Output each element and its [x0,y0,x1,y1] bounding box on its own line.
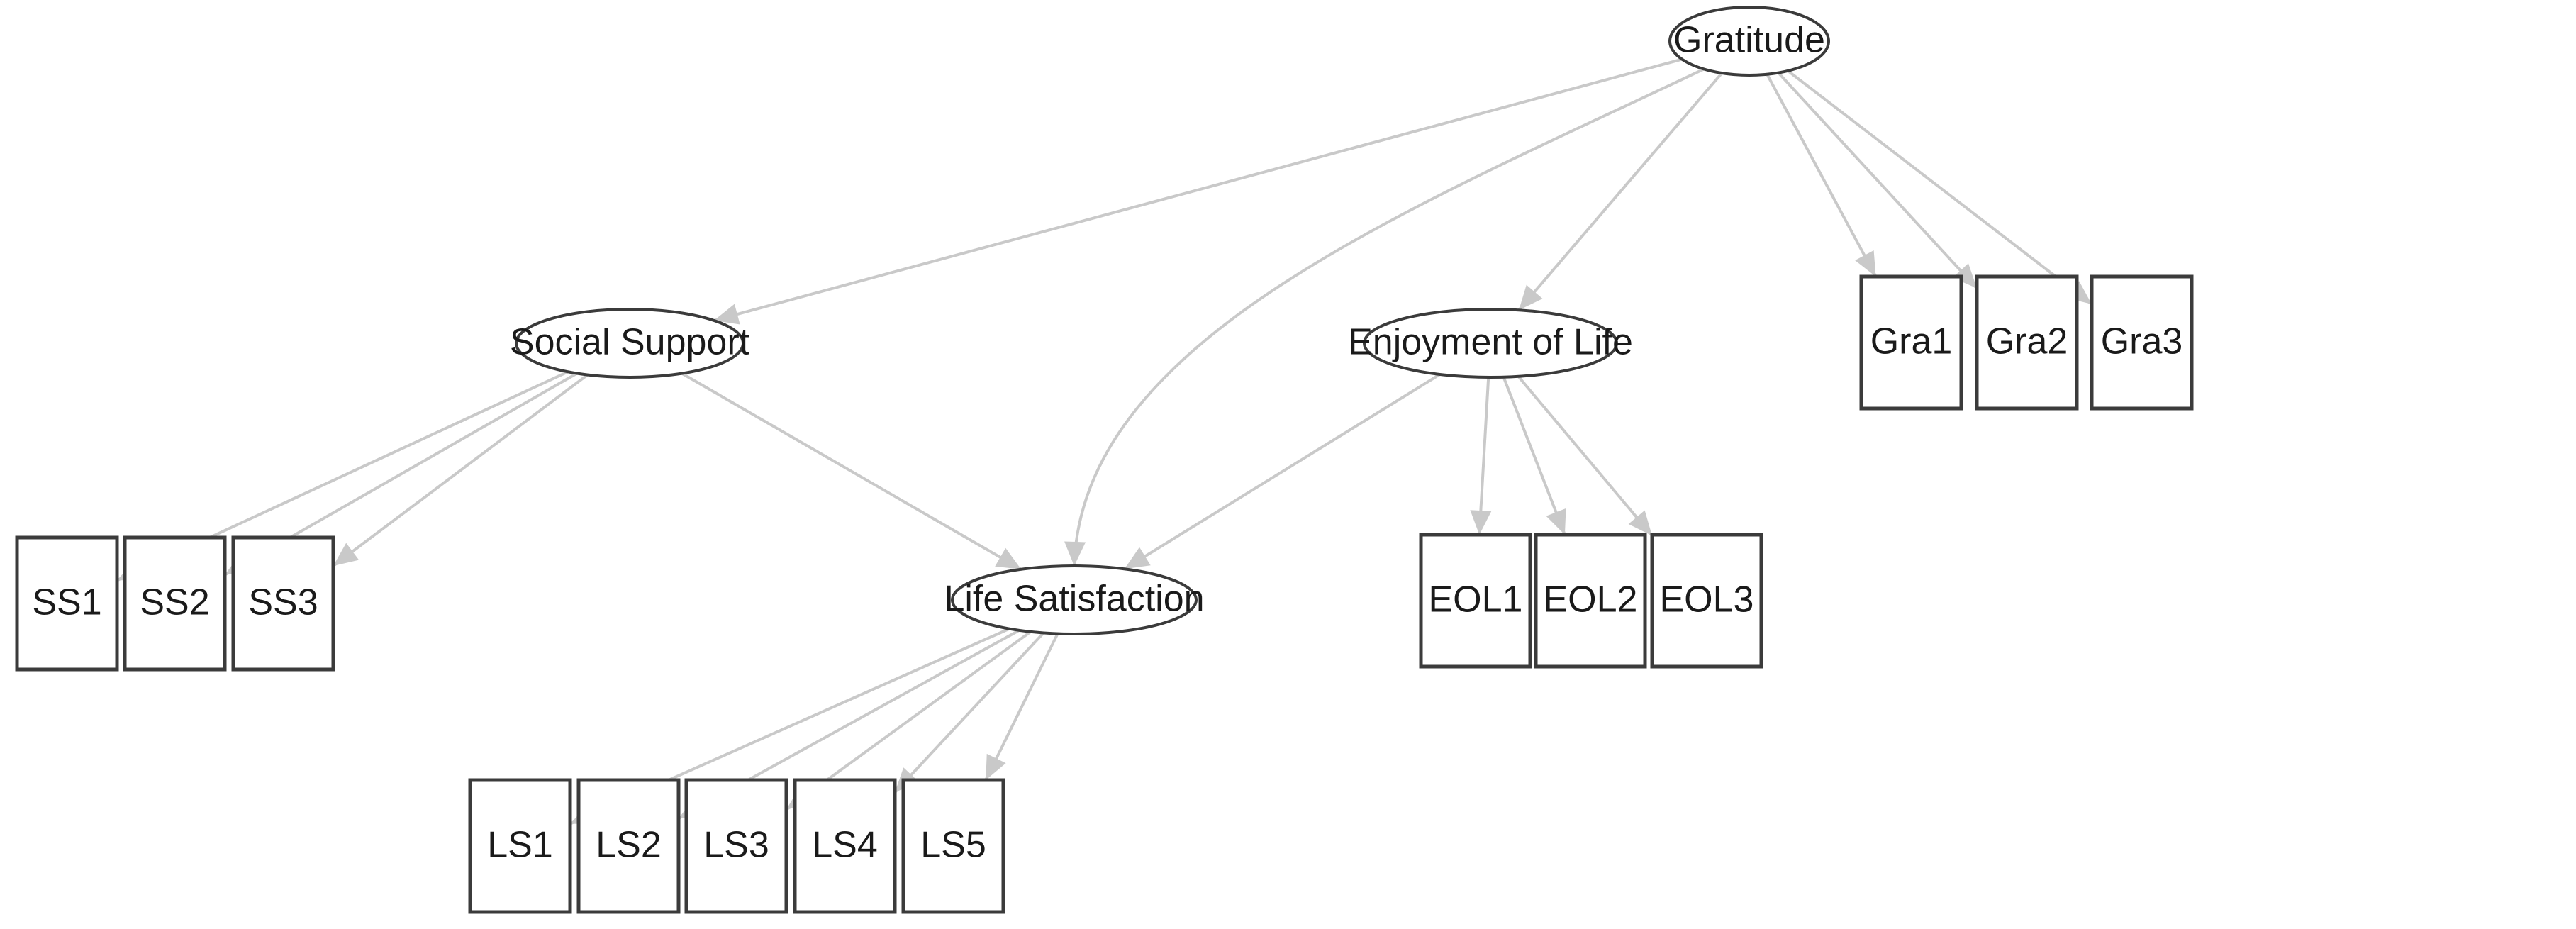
observed-rect-eol3[interactable] [1650,533,1763,669]
node-label-eol1: EOL1 [1429,579,1523,621]
observed-node-gra2[interactable]: Gra2 [1975,274,2079,411]
edge-enjoyment_of_life-to-eol3 [1517,375,1654,537]
node-label-ls1: LS1 [487,825,553,866]
observed-node-ls2[interactable]: LS2 [576,778,681,914]
observed-rect-gra3[interactable] [2090,274,2194,411]
latent-ellipse-life_satisfaction[interactable] [951,564,1198,635]
edge-line [713,57,1683,322]
node-label-gra3: Gra3 [2101,321,2183,362]
edge-arrowhead [1470,510,1492,535]
node-label-ls2: LS2 [596,825,662,866]
observed-node-gra3[interactable]: Gra3 [2090,274,2194,411]
node-label-ls5: LS5 [920,825,986,866]
latent-ellipse-gratitude[interactable] [1668,6,1830,77]
edge-line [1478,377,1490,535]
observed-rect-ls3[interactable] [684,778,788,914]
edge-gratitude-to-gra2 [1777,72,1978,289]
node-label-eol2: EOL2 [1544,579,1638,621]
edge-arrowhead [1064,541,1086,566]
edge-arrowhead [1519,284,1543,311]
edge-line [1502,377,1566,535]
edge-gratitude-to-gra3 [1787,69,2093,306]
node-label-social_support: Social Support [510,322,750,363]
observed-node-ss3[interactable]: SS3 [231,535,335,672]
edge-line [1777,72,1978,289]
edge-enjoyment_of_life-to-eol1 [1470,377,1492,535]
latent-node-enjoyment_of_life[interactable]: Enjoyment of Life [1348,308,1633,379]
observed-node-ss2[interactable]: SS2 [123,535,227,672]
edge-gratitude-to-social_support [713,57,1683,325]
edge-gratitude-to-enjoyment_of_life [1517,72,1723,311]
latent-node-life_satisfaction[interactable]: Life Satisfaction [944,564,1205,635]
edge-line [893,632,1045,794]
edge-line [1787,69,2093,306]
edge-line [1517,375,1654,537]
node-label-gratitude: Gratitude [1673,20,1825,61]
observed-node-gra1[interactable]: Gra1 [1859,274,1963,411]
node-label-enjoyment_of_life: Enjoyment of Life [1348,322,1633,363]
observed-rect-gra1[interactable] [1859,274,1963,411]
edge-social_support-to-life_satisfaction [681,372,1022,571]
observed-rect-ss2[interactable] [123,535,227,672]
observed-rect-ls4[interactable] [793,778,897,914]
observed-rect-ss1[interactable] [15,535,119,672]
observed-node-ls3[interactable]: LS3 [684,778,788,914]
observed-node-eol2[interactable]: EOL2 [1534,533,1647,669]
observed-node-ss1[interactable]: SS1 [15,535,119,672]
edge-line [681,372,1022,571]
node-label-gra2: Gra2 [1986,321,2068,362]
latent-node-gratitude[interactable]: Gratitude [1668,6,1830,77]
edge-gratitude-to-gra1 [1766,73,1878,277]
observed-node-eol3[interactable]: EOL3 [1650,533,1763,669]
node-label-ls4: LS4 [812,825,878,866]
node-label-ss2: SS2 [140,582,209,623]
edge-arrowhead [333,543,359,567]
edge-arrowhead [1124,547,1151,569]
edge-line [1766,73,1878,277]
observed-node-ls5[interactable]: LS5 [901,778,1005,914]
node-label-ss1: SS1 [32,582,101,623]
edge-arrowhead [995,547,1022,569]
observed-rect-eol2[interactable] [1534,533,1647,669]
edge-line [332,373,589,567]
observed-rect-ls5[interactable] [901,778,1005,914]
observed-node-eol1[interactable]: EOL1 [1419,533,1532,669]
latent-node-social_support[interactable]: Social Support [510,308,750,379]
edge-line [1123,373,1441,570]
edge-line [984,633,1059,781]
observed-rect-ss3[interactable] [231,535,335,672]
latent-ellipse-enjoyment_of_life[interactable] [1363,308,1618,379]
observed-rect-gra2[interactable] [1975,274,2079,411]
node-label-ls3: LS3 [703,825,769,866]
observed-rect-ls2[interactable] [576,778,681,914]
edge-enjoyment_of_life-to-life_satisfaction [1123,373,1441,570]
edge-arrowhead [986,753,1006,780]
observed-node-ls4[interactable]: LS4 [793,778,897,914]
edge-line [1073,67,1705,567]
edge-gratitude-to-life_satisfaction [1064,67,1705,567]
edge-arrowhead [1855,250,1876,277]
node-label-ss3: SS3 [248,582,318,623]
edge-social_support-to-ss3 [332,373,589,567]
node-label-gra1: Gra1 [1870,321,1953,362]
edge-arrowhead [1546,508,1566,535]
edge-arrowhead [1952,263,1977,289]
edge-arrowhead [1628,510,1652,536]
edge-line [1517,72,1723,311]
edge-layer [116,57,2093,825]
node-label-eol3: EOL3 [1660,579,1754,621]
edge-life_satisfaction-to-ls5 [984,633,1059,781]
latent-ellipse-social_support[interactable] [515,308,745,379]
observed-rect-ls1[interactable] [468,778,572,914]
node-label-life_satisfaction: Life Satisfaction [944,579,1204,620]
edge-arrowhead [713,304,740,325]
observed-rect-eol1[interactable] [1419,533,1532,669]
observed-node-ls1[interactable]: LS1 [468,778,572,914]
edge-enjoyment_of_life-to-eol2 [1502,377,1566,535]
